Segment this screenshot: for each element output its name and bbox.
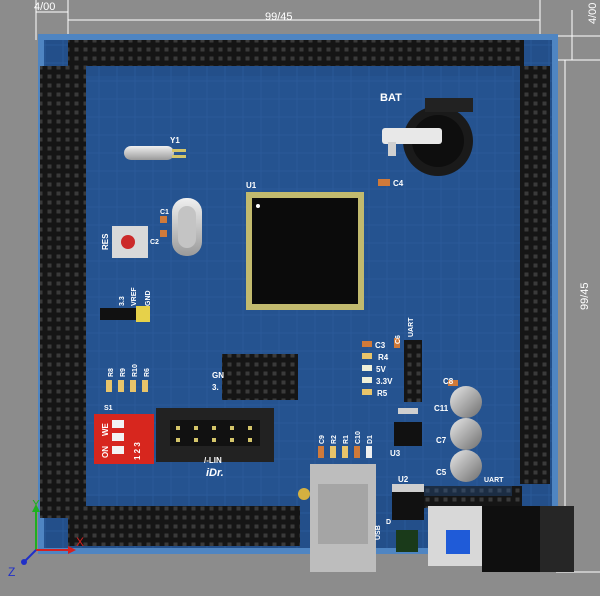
dim-width: 99/45 xyxy=(265,11,293,23)
label-r4: R4 xyxy=(378,353,389,362)
label-idr: iDr. xyxy=(206,467,224,479)
label-c6: C6 xyxy=(395,335,402,344)
usb-connector xyxy=(298,464,376,572)
led-resistor-cluster xyxy=(362,341,372,395)
label-d: D xyxy=(386,519,391,526)
label-vref: VREF xyxy=(131,287,138,306)
label-c4: C4 xyxy=(393,179,404,188)
crystal-y2 xyxy=(172,198,202,256)
label-gn: GN xyxy=(212,371,224,380)
label-r10: R10 xyxy=(132,364,139,377)
crystal-y1 xyxy=(124,146,186,160)
label-usb: USB xyxy=(375,525,382,540)
label-s1: S1 xyxy=(104,405,113,412)
label-on: ON xyxy=(101,446,110,458)
label-c1: C1 xyxy=(160,209,169,216)
dc-jack xyxy=(482,506,574,572)
label-3v3: 3.3 xyxy=(119,296,126,306)
axis-triad: Y X Z xyxy=(8,500,84,579)
label-c10: C10 xyxy=(355,431,362,444)
regulator-u3 xyxy=(394,408,422,446)
dim-right-offset: 4/00 xyxy=(587,3,599,24)
axis-x-label: X xyxy=(76,535,84,549)
axis-y-label: Y xyxy=(32,500,40,511)
cap-c2 xyxy=(160,230,167,237)
power-switch[interactable] xyxy=(428,506,486,566)
label-uart2: UART xyxy=(484,477,504,484)
label-d1: D1 xyxy=(367,435,374,444)
label-c3: C3 xyxy=(375,341,386,350)
label-r5: R5 xyxy=(377,389,388,398)
vref-jumper xyxy=(100,306,150,322)
label-dip-numbers: 1 2 3 xyxy=(133,442,142,460)
header-left xyxy=(40,66,86,518)
box-header-lin xyxy=(156,408,274,462)
label-c8: C8 xyxy=(443,377,454,386)
axis-z-label: Z xyxy=(8,565,15,579)
battery-holder xyxy=(382,98,473,176)
label-c11: C11 xyxy=(434,404,449,413)
dim-left-offset: 4/00 xyxy=(34,1,55,13)
label-c9: C9 xyxy=(319,435,326,444)
label-r2: R2 xyxy=(331,435,338,444)
label-bat: BAT xyxy=(380,92,402,104)
dip-switch-s1[interactable] xyxy=(94,414,154,464)
label-5v: 5V xyxy=(376,365,386,374)
label-res: RES xyxy=(101,233,110,250)
header-bottom xyxy=(68,506,300,546)
label-gnd: GND xyxy=(145,290,152,306)
label-u1: U1 xyxy=(246,181,257,190)
reset-button[interactable] xyxy=(112,226,148,258)
cap-c6 xyxy=(394,338,400,348)
dim-height: 99/45 xyxy=(579,282,591,310)
label-c7: C7 xyxy=(436,436,447,445)
label-3-dot: 3. xyxy=(212,383,219,392)
header-top xyxy=(68,40,524,66)
regulator-u2 xyxy=(392,484,424,520)
electrolytic-caps xyxy=(448,380,482,482)
resistor-row xyxy=(318,446,372,458)
label-u2: U2 xyxy=(398,475,409,484)
header-bottom-right xyxy=(424,486,522,508)
diode-d xyxy=(396,530,418,552)
header-right xyxy=(520,66,550,484)
label-u3: U3 xyxy=(390,449,401,458)
label-c2: C2 xyxy=(150,239,159,246)
label-r1: R1 xyxy=(343,435,350,444)
cap-c4 xyxy=(378,179,390,186)
label-y1: Y1 xyxy=(170,136,180,145)
label-c5: C5 xyxy=(436,468,447,477)
label-3v3b: 3.3V xyxy=(376,377,393,386)
resistor-array xyxy=(106,380,148,392)
mcu-u1 xyxy=(246,192,364,310)
label-uart: UART xyxy=(408,317,415,337)
cap-c1 xyxy=(160,216,167,223)
label-r6: R6 xyxy=(144,368,151,377)
jtag-header xyxy=(222,354,298,400)
label-we: WE xyxy=(101,422,110,436)
dimension-lines xyxy=(35,0,600,573)
label-lin: /-LIN xyxy=(204,456,222,465)
label-r8: R8 xyxy=(108,368,115,377)
uart-header xyxy=(404,340,422,402)
label-r9: R9 xyxy=(120,368,127,377)
